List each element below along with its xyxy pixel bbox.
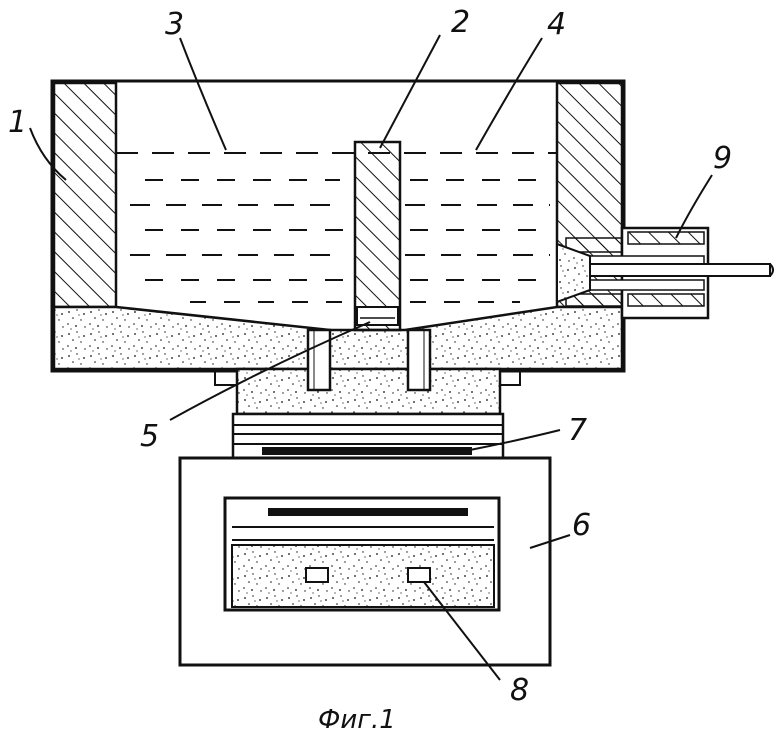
sensor-8 (407, 567, 431, 583)
label-1: 1 (8, 105, 27, 140)
label-9: 9 (713, 141, 732, 176)
leader-6 (529, 534, 571, 549)
figure-caption: Фиг.1 (318, 705, 396, 735)
leader-1 (29, 127, 67, 181)
partition-tip-5 (356, 306, 399, 326)
sensor-left (305, 567, 329, 583)
substrate-7 (262, 447, 472, 455)
connector-hatch-top (627, 231, 705, 245)
leader-lines (29, 34, 713, 681)
rod-end (769, 263, 774, 277)
partition-2 (353, 140, 402, 332)
channel-left (306, 328, 332, 392)
connector-9 (556, 226, 774, 320)
label-8: 8 (510, 673, 529, 708)
leader-2 (379, 34, 441, 149)
neck-fill (235, 367, 502, 416)
connector-taper (556, 242, 591, 304)
connector-hatch-bottom (627, 293, 705, 307)
leader-9 (675, 174, 713, 239)
leader-5 (169, 321, 371, 421)
channel-right (406, 328, 432, 392)
label-5: 5 (140, 419, 159, 454)
leader-8 (423, 581, 501, 681)
neck-flanges (214, 370, 521, 386)
liquid-dashes (130, 179, 550, 303)
leader-3 (179, 37, 227, 151)
left-wall-1 (52, 81, 118, 309)
label-7: 7 (568, 413, 587, 448)
label-2: 2 (451, 5, 470, 40)
label-6: 6 (572, 508, 591, 543)
connector-rod (589, 263, 771, 277)
neck-section (214, 328, 521, 461)
top-plate (268, 508, 468, 516)
label-4: 4 (547, 7, 566, 42)
lower-chamber-6 (178, 456, 552, 667)
specimen-block (231, 544, 495, 608)
leader-4 (475, 37, 543, 151)
leader-7 (469, 429, 561, 451)
label-3: 3 (165, 7, 184, 42)
crucible-vessel (50, 79, 626, 373)
